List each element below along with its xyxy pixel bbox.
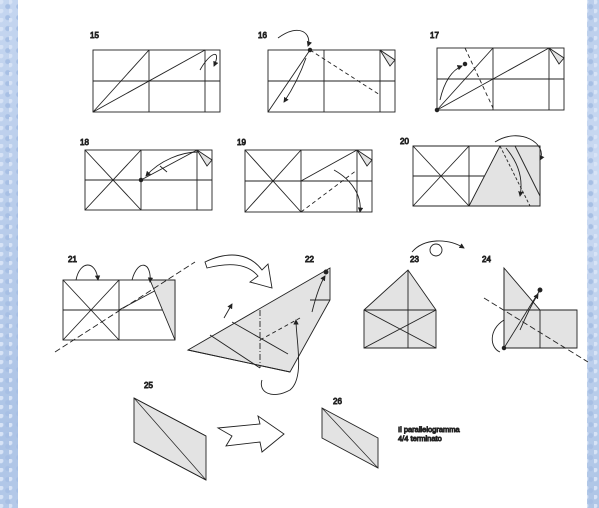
step-number-18: 18 [80,138,89,147]
step-number-24: 24 [482,255,491,264]
step-number-26: 26 [333,397,342,406]
step-20-figure [412,135,545,207]
step-number-17: 17 [430,31,439,40]
step-23-figure [363,269,437,349]
caption-line-1: Il parallelogramma [398,425,461,434]
step-number-20: 20 [400,137,409,146]
step-18-figure [84,149,213,211]
transition-arrow-25-26 [216,414,285,453]
step-number-21: 21 [68,255,77,264]
step-number-23: 23 [410,255,419,264]
step-number-19: 19 [237,138,246,147]
step-17-figure [434,47,565,113]
step-21-figure [54,261,196,353]
diagram-sheet [18,0,587,508]
step-number-16: 16 [258,31,267,40]
step-19-figure [244,149,373,213]
step-number-22: 22 [305,255,314,264]
step-25-figure [133,397,207,481]
turn-over-symbol [411,240,465,257]
step-24-figure [483,266,589,363]
step-26-figure [321,407,379,469]
step-16-figure [267,29,396,113]
transition-arrow-21-22 [204,254,273,289]
step-22-figure [186,267,331,395]
caption-line-2: 4/4 terminato [398,434,442,443]
step-number-25: 25 [144,381,153,390]
step-15-figure [92,49,221,113]
step-number-15: 15 [90,31,99,40]
